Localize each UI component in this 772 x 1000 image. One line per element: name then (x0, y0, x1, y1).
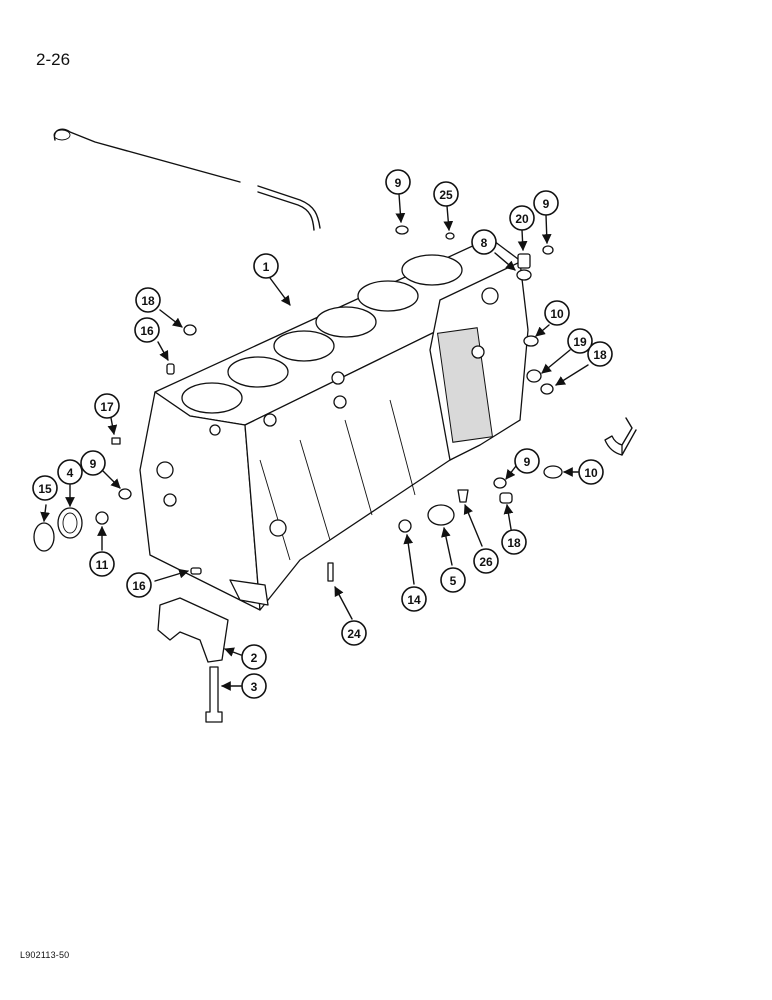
callout-circle (241, 673, 267, 699)
callout-label: 9 (524, 455, 531, 469)
callout-circle (544, 300, 570, 326)
callout-circle (401, 586, 427, 612)
callout-10: 10 (544, 300, 570, 326)
callout-circle (89, 551, 115, 577)
callout-16: 16 (126, 572, 152, 598)
callout-9: 9 (385, 169, 411, 195)
callout-label: 10 (550, 307, 564, 321)
small-parts (33, 225, 637, 723)
dipstick (53, 128, 321, 231)
callout-11: 11 (89, 551, 115, 577)
callout-label: 24 (347, 627, 361, 641)
callout-label: 9 (90, 457, 97, 471)
callout-circle (241, 644, 267, 670)
callout-label: 14 (407, 593, 421, 607)
callout-label: 3 (251, 680, 258, 694)
callout-circle (578, 459, 604, 485)
callout-circle (471, 229, 497, 255)
callout-group: 1925209818161019181791541116910182651424… (32, 169, 613, 699)
callout-label: 25 (439, 188, 453, 202)
callout-9: 9 (80, 450, 106, 476)
callout-20: 20 (509, 205, 535, 231)
callout-label: 4 (67, 466, 74, 480)
callout-18: 18 (135, 287, 161, 313)
callout-15: 15 (32, 475, 58, 501)
callout-16: 16 (134, 317, 160, 343)
callout-label: 2 (251, 651, 258, 665)
callout-circle (341, 620, 367, 646)
callout-4: 4 (57, 459, 83, 485)
callout-circle (253, 253, 279, 279)
callout-leaders (40, 193, 589, 691)
callout-circle (433, 181, 459, 207)
callout-9: 9 (533, 190, 559, 216)
callout-circle (32, 475, 58, 501)
callout-label: 5 (450, 574, 457, 588)
callout-5: 5 (440, 567, 466, 593)
callout-label: 26 (479, 555, 493, 569)
callout-circle (587, 341, 613, 367)
callout-label: 16 (132, 579, 146, 593)
callout-26: 26 (473, 548, 499, 574)
callout-18: 18 (501, 529, 527, 555)
callout-circle (57, 459, 83, 485)
callout-label: 18 (141, 294, 155, 308)
callout-label: 16 (140, 324, 154, 338)
page-number: 2-26 (36, 50, 71, 69)
callout-label: 19 (573, 335, 587, 349)
callout-1: 1 (253, 253, 279, 279)
callout-label: 17 (100, 400, 114, 414)
callout-circle (501, 529, 527, 555)
callout-label: 18 (593, 348, 607, 362)
cylinder-block (139, 237, 529, 611)
callout-label: 9 (543, 197, 550, 211)
callout-circle (126, 572, 152, 598)
callout-circle (135, 287, 161, 313)
callout-label: 11 (96, 558, 109, 572)
callout-8: 8 (471, 229, 497, 255)
callout-circle (567, 328, 593, 354)
callout-3: 3 (241, 673, 267, 699)
callout-circle (533, 190, 559, 216)
callout-14: 14 (401, 586, 427, 612)
callout-circle (385, 169, 411, 195)
callout-label: 1 (263, 260, 270, 274)
callout-label: 15 (38, 482, 52, 496)
callout-18: 18 (587, 341, 613, 367)
callout-circle (440, 567, 466, 593)
callout-circle (514, 448, 540, 474)
callout-circle (134, 317, 160, 343)
callout-circle (509, 205, 535, 231)
callout-label: 18 (507, 536, 521, 550)
callout-label: 10 (584, 466, 598, 480)
callout-circle (473, 548, 499, 574)
callout-label: 20 (515, 212, 529, 226)
figure-code: L902113-50 (20, 950, 70, 960)
callout-label: 8 (481, 236, 488, 250)
callout-17: 17 (94, 393, 120, 419)
callout-2: 2 (241, 644, 267, 670)
callout-circle (80, 450, 106, 476)
callout-10: 10 (578, 459, 604, 485)
callout-9: 9 (514, 448, 540, 474)
callout-circle (94, 393, 120, 419)
callout-25: 25 (433, 181, 459, 207)
callout-19: 19 (567, 328, 593, 354)
callout-24: 24 (341, 620, 367, 646)
callout-label: 9 (395, 176, 402, 190)
